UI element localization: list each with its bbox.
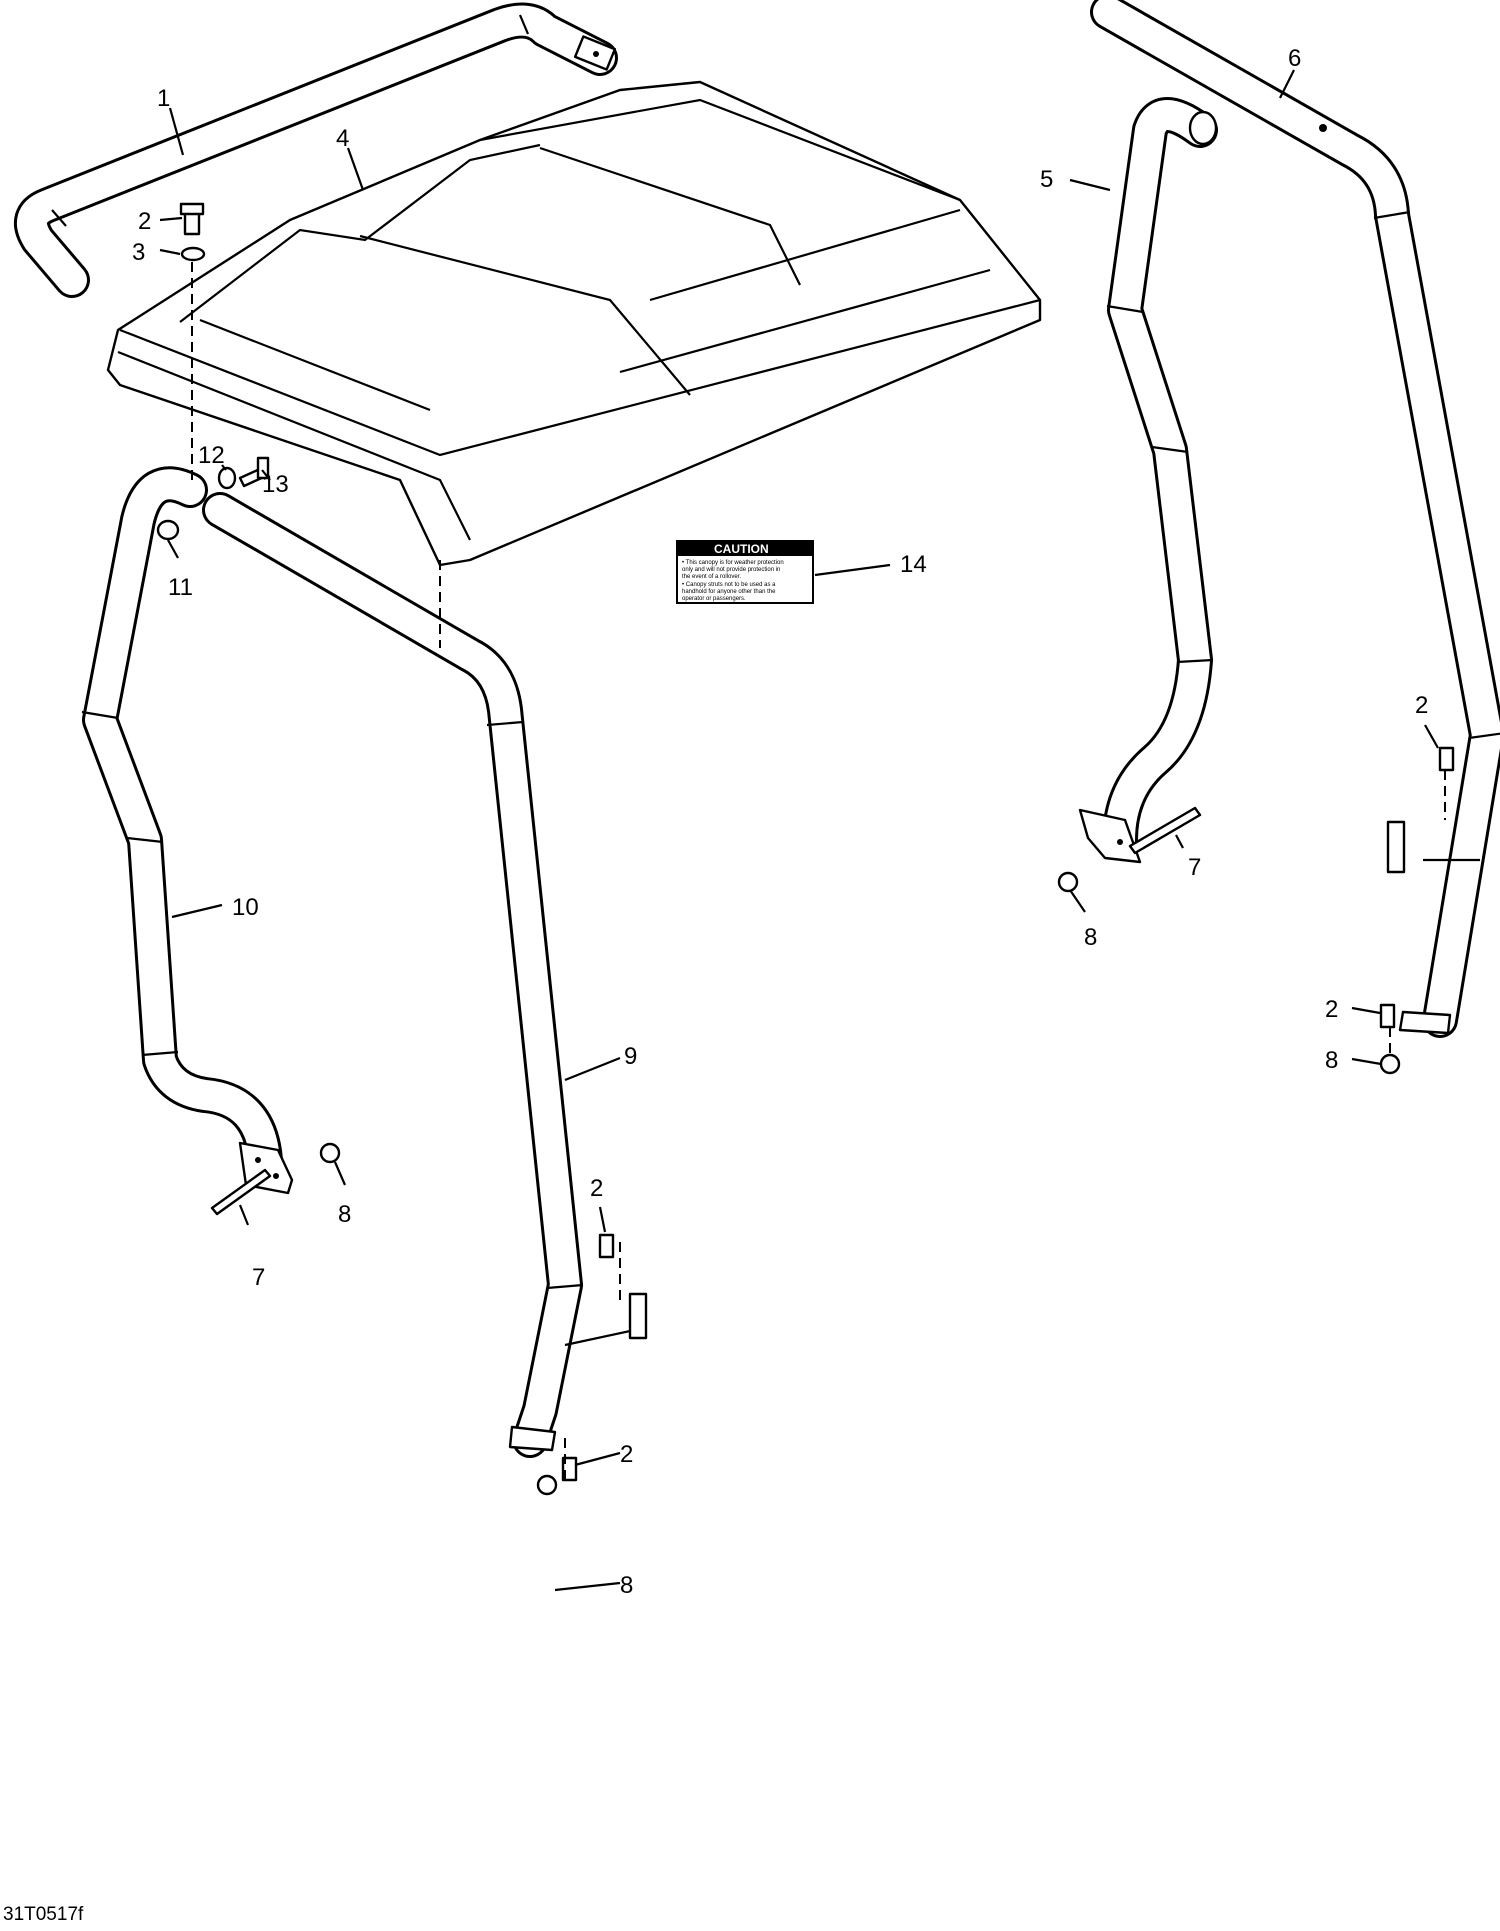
callout-9: 9 xyxy=(624,1043,637,1070)
callout-11: 11 xyxy=(168,574,193,601)
caution-label-title: CAUTION xyxy=(714,542,769,556)
callout-5: 5 xyxy=(1040,166,1053,193)
callout-13: 13 xyxy=(262,471,289,498)
bolt-2-icon xyxy=(1438,746,1455,772)
caution-label-line: handhold for anyone other than the xyxy=(682,589,776,595)
washer-3-icon xyxy=(180,246,206,262)
fasteners xyxy=(156,202,1455,1496)
assembly-lines xyxy=(191,262,1446,1480)
nut-8-icon xyxy=(319,1142,341,1164)
washer-12-icon xyxy=(217,466,237,490)
caution-label-line: the event of a rollover. xyxy=(682,574,741,580)
nut-8-icon xyxy=(1379,1053,1401,1075)
nut-8-icon xyxy=(536,1474,558,1496)
right-front-strut xyxy=(1078,97,1218,864)
callout-10: 10 xyxy=(232,894,259,921)
bolt-2-icon xyxy=(598,1233,615,1259)
caution-label-line: operator or passengers. xyxy=(682,596,746,602)
nut-11-icon xyxy=(156,519,180,541)
canopy-roof xyxy=(106,80,1042,567)
callout-3: 3 xyxy=(132,239,145,266)
callout-2: 2 xyxy=(138,208,151,235)
callout-2: 2 xyxy=(1415,692,1428,719)
leader-lines xyxy=(159,69,1439,1592)
callout-7: 7 xyxy=(252,1264,265,1291)
diagram-code: 31T0517f xyxy=(3,1904,84,1925)
caution-label-line: • This canopy is for weather protection xyxy=(682,560,784,566)
bolt-2-icon xyxy=(1379,1003,1396,1029)
front-support-bar xyxy=(14,2,618,298)
nut-8-icon xyxy=(1057,871,1079,893)
bolt-2-icon xyxy=(561,1456,578,1482)
callout-8: 8 xyxy=(1084,924,1097,951)
callout-2: 2 xyxy=(1325,996,1338,1023)
caution-label-line: only and will not provide protection in xyxy=(682,567,780,573)
callouts: 1 2 3 4 5 6 12 13 11 14 10 9 2 8 7 2 8 2… xyxy=(132,45,1428,1599)
callout-2: 2 xyxy=(590,1175,603,1202)
bolt-2-head xyxy=(179,202,205,216)
caution-label: CAUTION • This canopy is for weather pro… xyxy=(676,540,814,604)
callout-8: 8 xyxy=(620,1572,633,1599)
callout-7: 7 xyxy=(1188,854,1201,881)
callout-6: 6 xyxy=(1288,45,1301,72)
caution-label-line: • Canopy struts not to be used as a xyxy=(682,582,776,588)
bolt-13-head xyxy=(256,456,270,480)
callout-1: 1 xyxy=(157,85,170,112)
left-rear-strut xyxy=(202,492,648,1458)
bolt-7-icon xyxy=(1128,806,1202,855)
callout-4: 4 xyxy=(336,125,349,152)
callout-8: 8 xyxy=(1325,1047,1338,1074)
callout-2: 2 xyxy=(620,1441,633,1468)
callout-12: 12 xyxy=(198,442,225,469)
callout-8: 8 xyxy=(338,1201,351,1228)
right-rear-strut xyxy=(1090,0,1500,1038)
bolt-7-icon xyxy=(210,1168,272,1216)
callout-14: 14 xyxy=(900,551,927,578)
